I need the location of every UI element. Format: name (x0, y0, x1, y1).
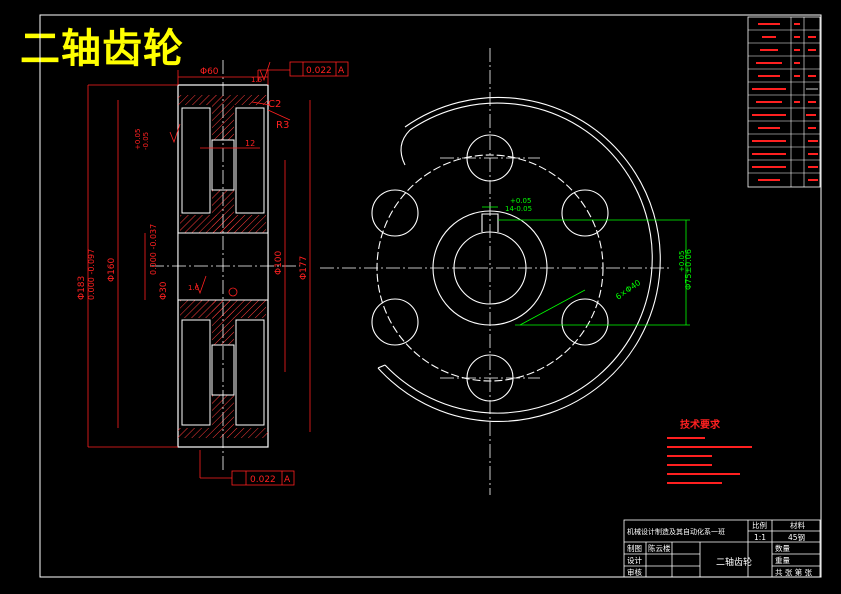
dim-d177: Φ177 (299, 256, 309, 280)
dim-d183-tol: 0.000 -0.097 (87, 249, 96, 300)
tb-sheet-label: 共 张 第 张 (775, 567, 813, 577)
tb-check-label: 审核 (627, 567, 642, 577)
tol-frame-bottom-value: 0.022 (250, 475, 276, 485)
dim-tol-hub: +0.05 (134, 129, 142, 150)
holes-dim: 6×Φ40 (614, 278, 642, 302)
front-view (320, 48, 670, 495)
title-block: 机械设计制造及其自动化系一班 比例 1:1 材料 45钢 制图 陈云楼 设计 审… (623, 519, 821, 578)
tb-material-label: 材料 (790, 520, 805, 530)
gear-parameter-table (747, 16, 821, 188)
dim-d60: Φ60 (200, 67, 219, 77)
tech-heading: 技术要求 (680, 418, 721, 431)
tb-drawn-by: 陈云楼 (648, 543, 671, 553)
front-dims (482, 206, 690, 326)
tol-frame-top-value: 0.022 (306, 66, 332, 76)
sheet-border (39, 14, 822, 578)
key-dim: Φ75±0.06 (684, 249, 693, 290)
dim-d30: Φ30 (159, 281, 169, 300)
tb-material: 45钢 (788, 532, 805, 542)
dim-d30-tol: 0.000 -0.037 (149, 224, 158, 275)
datum-a-bottom: A (284, 475, 291, 485)
dim-tol-hub2: -0.05 (142, 132, 150, 150)
dim-d183: Φ183 (77, 276, 87, 300)
tb-part-name: 二轴齿轮 (716, 556, 752, 568)
tb-school: 机械设计制造及其自动化系一班 (627, 527, 725, 536)
technical-requirements: 技术要求 (667, 418, 752, 484)
tb-ratio: 1:1 (754, 533, 766, 542)
section-view: Φ60 0.022 A C2 R3 12 +0.05 -0.05 Φ183 0.… (77, 60, 349, 486)
key-tol2: 14-0.05 (505, 205, 532, 213)
tb-design-label: 设计 (627, 555, 642, 565)
dim-c2: C2 (268, 99, 281, 110)
dim-d100: Φ100 (274, 250, 284, 275)
tb-weight-label: 重量 (775, 556, 790, 565)
dim-r3: R3 (276, 120, 289, 131)
tb-qty-label: 数量 (775, 543, 790, 553)
dim-d160: Φ160 (107, 257, 117, 282)
drawing-title: 二轴齿轮 (20, 26, 184, 72)
key-dim2: +0.05 (678, 251, 686, 272)
roughness-2: 1.6 (188, 284, 200, 292)
tb-ratio-label: 比例 (752, 520, 767, 530)
roughness-1: 1.6 (251, 76, 263, 84)
dim-12: 12 (245, 139, 255, 148)
key-tol: +0.05 (510, 197, 531, 205)
datum-a-top: A (338, 66, 345, 76)
tb-drawn-label: 制图 (627, 543, 642, 553)
